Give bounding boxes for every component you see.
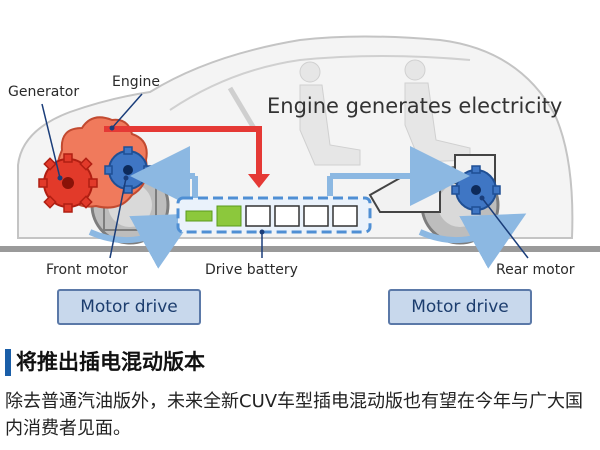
battery-cell-6 xyxy=(332,205,358,227)
front-motor-drive-button: Motor drive xyxy=(57,289,201,325)
hybrid-drive-diagram xyxy=(0,35,600,269)
battery-cell-3 xyxy=(245,205,271,227)
diagram-headline: Engine generates electricity xyxy=(267,94,563,118)
ground-line xyxy=(0,246,600,252)
rear-motor-drive-button: Motor drive xyxy=(388,289,532,325)
battery-cell-4 xyxy=(274,205,300,227)
drive-battery xyxy=(176,196,372,234)
battery-cell-1 xyxy=(185,210,213,222)
article-paragraph: 除去普通汽油版外，未来全新CUV车型插电混动版也有望在今年与广大国内消费者见面。 xyxy=(5,391,584,439)
drive-battery-label: Drive battery xyxy=(205,262,298,278)
engine-label: Engine xyxy=(112,74,160,90)
flow-arrows xyxy=(88,146,527,269)
steering-column xyxy=(227,86,258,132)
passenger-silhouettes xyxy=(299,59,471,166)
car-window-line xyxy=(169,55,471,111)
section-accent-bar xyxy=(5,349,11,376)
engine-to-battery-arrow xyxy=(104,126,270,188)
leader-lines xyxy=(41,93,529,259)
battery-cell-2 xyxy=(216,205,242,227)
front-motor-label: Front motor xyxy=(46,262,128,278)
generator-icon xyxy=(38,153,98,213)
rear-motor-label: Rear motor xyxy=(496,262,575,278)
battery-cell-5 xyxy=(303,205,329,227)
generator-label: Generator xyxy=(8,84,80,100)
section-title: 将推出插电混动版本 xyxy=(16,350,205,374)
leader-dots xyxy=(57,125,485,235)
